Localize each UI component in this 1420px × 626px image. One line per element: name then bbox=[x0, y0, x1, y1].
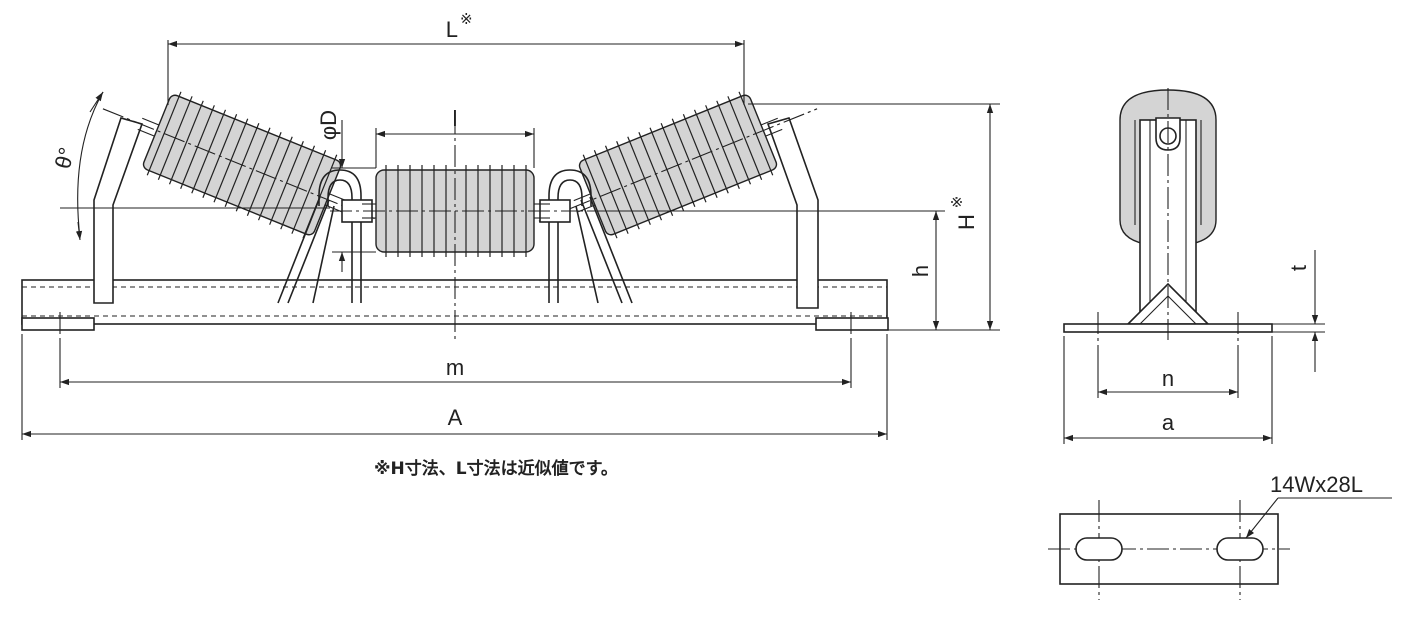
label-L-mark: ※ bbox=[460, 11, 473, 28]
left-wing-bracket bbox=[93, 117, 144, 304]
front-view: L ※ l φD θ° h bbox=[21, 11, 1000, 479]
label-A: A bbox=[448, 405, 463, 430]
dimension-t: t bbox=[1272, 250, 1325, 372]
dimension-theta: θ° bbox=[50, 91, 104, 241]
label-t: t bbox=[1286, 265, 1311, 271]
label-n: n bbox=[1162, 366, 1174, 391]
dimension-L: L ※ bbox=[167, 11, 745, 105]
right-slot bbox=[1216, 537, 1264, 561]
dimension-m: m bbox=[59, 340, 852, 388]
left-base-plate bbox=[21, 317, 95, 331]
approximate-values-note: ※H寸法、L寸法は近似値です。 bbox=[374, 458, 618, 479]
label-phiD: φD bbox=[316, 110, 341, 140]
dimension-phiD: φD bbox=[316, 110, 376, 272]
label-L: L bbox=[446, 17, 458, 42]
label-h: h bbox=[908, 265, 933, 277]
label-H: H bbox=[954, 214, 979, 230]
label-l: l bbox=[453, 106, 458, 131]
right-wing-bracket bbox=[766, 117, 819, 309]
label-H-mark: ※ bbox=[949, 196, 966, 209]
right-center-bracket bbox=[539, 169, 633, 304]
dimension-a: a bbox=[1063, 336, 1273, 444]
dimension-l: l bbox=[375, 106, 535, 168]
dimension-A: A bbox=[21, 334, 888, 440]
dimension-H: H ※ bbox=[949, 104, 994, 330]
right-base-plate bbox=[815, 317, 889, 331]
plate-plan-view: 14Wx28L bbox=[1048, 472, 1392, 600]
dimension-h: h bbox=[908, 211, 940, 330]
label-theta: θ° bbox=[50, 145, 80, 172]
left-slot bbox=[1075, 537, 1123, 561]
side-view: t n a bbox=[1063, 88, 1325, 444]
right-wing-roller bbox=[538, 91, 818, 239]
slot-size-label: 14Wx28L bbox=[1270, 472, 1363, 497]
left-wing-roller bbox=[102, 91, 382, 239]
label-m: m bbox=[446, 355, 464, 380]
label-a: a bbox=[1162, 410, 1175, 435]
dimension-n: n bbox=[1097, 345, 1239, 398]
